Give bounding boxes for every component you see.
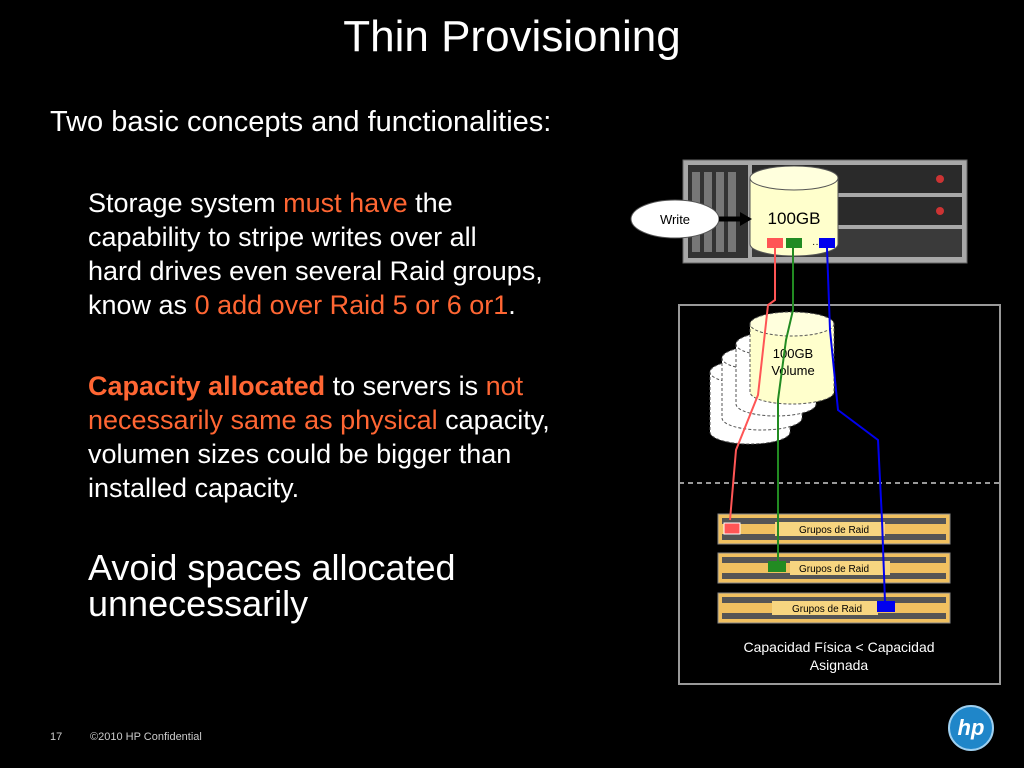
bullet-avoid-spaces: Avoid spaces allocated unnecessarily bbox=[88, 547, 456, 624]
raid-group-label-3: Grupos de Raid bbox=[792, 604, 862, 615]
slide-subtitle: Two basic concepts and functionalities: bbox=[50, 106, 552, 138]
write-label: Write bbox=[660, 212, 690, 227]
green-connection-line bbox=[777, 248, 794, 562]
top-volume-cylinder bbox=[749, 165, 839, 257]
blue-block bbox=[819, 238, 835, 248]
top-volume-label: 100GB bbox=[768, 209, 821, 228]
raid-group-label-1: Grupos de Raid bbox=[799, 525, 869, 536]
text-line: installed capacity. bbox=[88, 473, 300, 503]
red-block-raid bbox=[723, 522, 741, 535]
highlight-text: must have bbox=[283, 188, 408, 218]
bullet-capacity-allocated: Capacity allocated to servers is not nec… bbox=[88, 369, 550, 505]
highlight-text: not bbox=[485, 371, 524, 401]
blue-block-raid bbox=[877, 601, 895, 612]
volume-label-line1: 100GB bbox=[773, 346, 813, 361]
highlight-text: necessarily same as physical bbox=[88, 405, 438, 435]
text-run: the bbox=[407, 188, 453, 218]
hp-logo-text: hp bbox=[957, 715, 985, 740]
highlight-text: Capacity allocated bbox=[88, 371, 326, 401]
text-line: capability to stripe writes over all bbox=[88, 222, 477, 252]
bullet-stripe-writes: Storage system must have the capability … bbox=[88, 186, 543, 322]
text-run: know as bbox=[88, 290, 195, 320]
raid-group-label-2: Grupos de Raid bbox=[799, 564, 869, 575]
green-block bbox=[786, 238, 802, 248]
text-run: . bbox=[508, 290, 516, 320]
slide-title: Thin Provisioning bbox=[343, 12, 681, 61]
green-block-raid bbox=[768, 561, 786, 572]
caption-line1: Capacidad Física < Capacidad bbox=[743, 639, 934, 655]
hp-logo: hp bbox=[948, 705, 994, 751]
raid-group-bar-1 bbox=[717, 513, 951, 545]
text-line: hard drives even several Raid groups, bbox=[88, 256, 543, 286]
red-connection-line bbox=[729, 248, 776, 521]
red-block bbox=[767, 238, 783, 248]
copyright-notice: ©2010 HP Confidential bbox=[90, 731, 202, 743]
volume-stack bbox=[709, 311, 835, 445]
write-arrowhead bbox=[740, 212, 752, 226]
text-line: volumen sizes could be bigger than bbox=[88, 439, 512, 469]
raid-group-bar-3 bbox=[717, 592, 951, 624]
page-number: 17 bbox=[50, 731, 63, 743]
ellipsis-glyph: ·· bbox=[812, 239, 819, 250]
volume-label-line2: Volume bbox=[771, 363, 814, 378]
blue-connection-line bbox=[826, 247, 886, 603]
highlight-text: 0 add over Raid 5 or 6 or1 bbox=[194, 290, 509, 320]
raid-group-bar-2 bbox=[717, 552, 951, 584]
text-run: to servers is bbox=[325, 371, 486, 401]
caption-line2: Asignada bbox=[810, 657, 869, 673]
text-run: capacity, bbox=[437, 405, 550, 435]
text-run: Storage system bbox=[88, 188, 284, 218]
